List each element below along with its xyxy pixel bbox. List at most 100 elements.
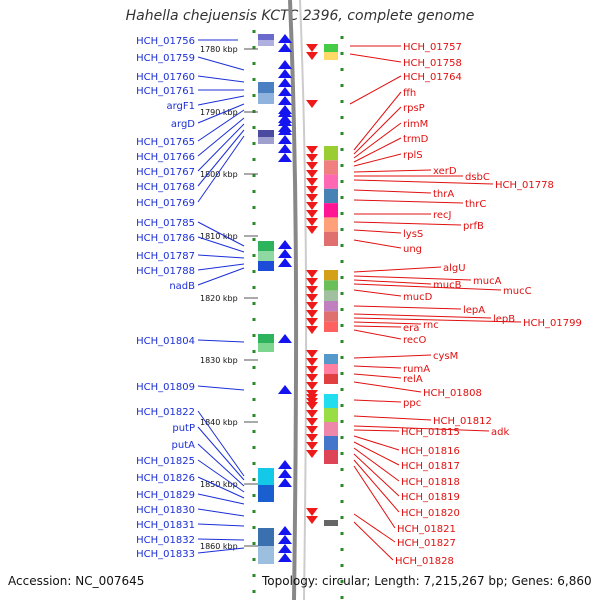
right-gene-label: relA <box>403 374 423 385</box>
left-gene-arrow <box>278 240 292 249</box>
topology-label: Topology: circular; Length: 7,215,267 bp… <box>262 574 592 588</box>
right-gene-label: mucB <box>433 280 462 291</box>
left-leader-line <box>197 135 245 203</box>
right-leader-line <box>353 381 422 393</box>
right-gene-block <box>324 321 338 332</box>
right-leader-line <box>353 137 402 163</box>
right-gene-block <box>324 217 338 232</box>
left-leader-line <box>197 267 245 286</box>
right-gene-block <box>324 408 338 422</box>
left-gene-block <box>258 343 274 352</box>
tick-dot <box>340 52 344 55</box>
left-leader-line <box>197 523 245 527</box>
right-gene-label: mucD <box>403 292 433 303</box>
right-gene-arrow <box>306 350 318 358</box>
right-gene-arrow <box>306 210 318 218</box>
right-leader-line <box>353 313 492 319</box>
right-gene-label: xerD <box>433 166 457 177</box>
left-gene-label: HCH_01768 <box>136 182 195 193</box>
tick-dot <box>252 142 256 145</box>
right-gene-label: rumA <box>403 364 430 375</box>
right-gene-block <box>324 44 338 52</box>
kbp-label: 1830 kbp <box>200 356 238 365</box>
right-gene-label: HCH_01820 <box>401 508 460 519</box>
left-leader-line <box>197 508 245 517</box>
left-gene-label: HCH_01831 <box>136 520 195 531</box>
tick-dot <box>252 558 256 561</box>
right-gene-block <box>324 146 338 161</box>
left-gene-label: HCH_01809 <box>136 382 195 393</box>
left-gene-arrow <box>278 258 292 267</box>
right-gene-arrow <box>306 310 318 318</box>
left-gene-label: HCH_01788 <box>136 266 195 277</box>
right-leader-line <box>353 317 522 323</box>
tick-dot <box>252 430 256 433</box>
right-gene-label: lepA <box>463 305 485 316</box>
right-leader-line <box>353 465 396 529</box>
tick-dot <box>340 196 344 199</box>
left-gene-label: putP <box>172 423 195 434</box>
right-gene-arrow <box>306 508 318 516</box>
right-gene-label: HCH_01821 <box>397 524 456 535</box>
tick-dot <box>252 334 256 337</box>
tick-dot <box>252 382 256 385</box>
left-gene-label: HCH_01766 <box>136 152 195 163</box>
kbp-label: 1810 kbp <box>200 232 238 241</box>
left-gene-label: HCH_01804 <box>136 336 195 347</box>
right-gene-arrow <box>306 226 318 234</box>
left-leader-line <box>197 56 245 71</box>
left-gene-block <box>258 241 274 251</box>
right-gene-arrow <box>306 450 318 458</box>
right-gene-arrow <box>306 382 318 390</box>
right-leader-line <box>353 373 402 379</box>
right-gene-label: HCH_01812 <box>433 416 492 427</box>
tick-dot <box>340 468 344 471</box>
right-gene-label: adk <box>491 427 509 438</box>
left-leader-line <box>197 221 245 247</box>
tick-dot <box>340 180 344 183</box>
tick-dot <box>252 174 256 177</box>
kbp-label: 1860 kbp <box>200 542 238 551</box>
chromosome-axis <box>288 0 299 600</box>
right-gene-label: HCH_01828 <box>395 556 454 567</box>
right-gene-label: mucA <box>473 276 502 287</box>
right-gene-block <box>324 160 338 175</box>
kbp-label: 1780 kbp <box>200 45 238 54</box>
left-gene-label: argD <box>171 119 195 130</box>
right-leader-line <box>353 275 472 281</box>
left-leader-line <box>197 547 245 554</box>
right-gene-block <box>324 231 338 246</box>
tick-dot <box>252 462 256 465</box>
left-gene-block <box>258 468 274 485</box>
right-leader-line <box>353 459 400 513</box>
left-leader-line <box>197 103 245 124</box>
right-gene-arrow <box>306 162 318 170</box>
right-gene-label: HCH_01778 <box>495 180 554 191</box>
tick-dot <box>340 164 344 167</box>
right-leader-line <box>353 447 400 482</box>
right-gene-arrow <box>306 326 318 334</box>
tick-dot <box>252 366 256 369</box>
left-gene-block <box>258 137 274 144</box>
accession-label: Accession: NC_007645 <box>8 574 145 588</box>
right-gene-arrow <box>306 294 318 302</box>
right-gene-label: thrC <box>465 199 486 210</box>
left-leader-line <box>197 254 245 259</box>
right-leader-line <box>353 415 432 421</box>
right-gene-block <box>324 394 338 408</box>
right-gene-arrow <box>306 410 318 418</box>
left-leader-line <box>197 117 245 157</box>
left-gene-arrow <box>278 43 292 52</box>
right-gene-label: ffh <box>403 88 416 99</box>
tick-dot <box>340 132 344 135</box>
tick-dot <box>252 30 256 33</box>
right-gene-arrow <box>306 154 318 162</box>
right-leader-line <box>353 365 402 369</box>
right-gene-block <box>324 374 338 384</box>
left-gene-label: HCH_01833 <box>136 549 195 560</box>
left-gene-label: HCH_01825 <box>136 456 195 467</box>
tick-dot <box>340 516 344 519</box>
right-gene-label: HCH_01815 <box>401 427 460 438</box>
